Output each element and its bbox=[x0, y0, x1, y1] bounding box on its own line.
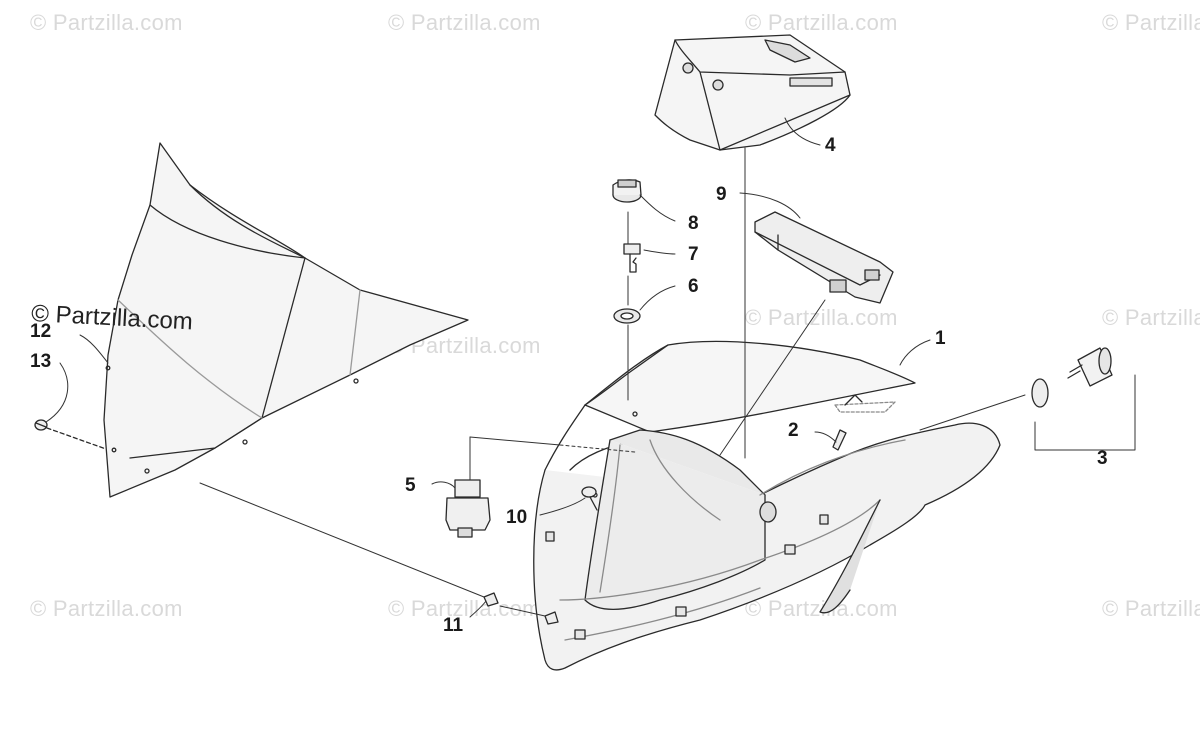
watermark: © Partzilla.com bbox=[1102, 596, 1200, 621]
callout-10: 10 bbox=[506, 507, 528, 528]
watermark: © Partzilla.com bbox=[388, 10, 541, 35]
watermark: © Partzilla.com bbox=[745, 10, 898, 35]
watermark: © Partzilla.com bbox=[1102, 10, 1200, 35]
instrument-cover-4 bbox=[654, 34, 851, 151]
power-outlet-3 bbox=[1031, 347, 1113, 408]
watermark: © Partzilla.com bbox=[745, 596, 898, 621]
callout-13: 13 bbox=[30, 351, 52, 372]
callout-4: 4 bbox=[825, 135, 836, 156]
fastener-2 bbox=[832, 429, 847, 451]
callout-leaders bbox=[45, 117, 931, 618]
screw-13 bbox=[34, 419, 107, 450]
ring-nut-6 bbox=[613, 308, 641, 324]
hood-assembly bbox=[533, 340, 1001, 671]
key-cap-8 bbox=[612, 179, 642, 203]
callout-8: 8 bbox=[688, 213, 699, 234]
callout-1: 1 bbox=[935, 328, 946, 349]
display-module-9 bbox=[754, 211, 894, 304]
screw-10 bbox=[581, 486, 598, 511]
callout-6: 6 bbox=[688, 276, 699, 297]
leader-lines bbox=[199, 147, 1136, 617]
ignition-switch-5 bbox=[445, 479, 491, 538]
callout-3: 3 bbox=[1097, 448, 1108, 469]
callout-12: 12 bbox=[30, 321, 52, 342]
callout-7: 7 bbox=[688, 244, 699, 265]
watermark: © Partzilla.com bbox=[30, 10, 183, 35]
clip-11 bbox=[483, 592, 559, 625]
watermark: © Partzilla.com bbox=[30, 596, 183, 621]
callout-9: 9 bbox=[716, 184, 727, 205]
watermark: © Partzilla.com bbox=[745, 305, 898, 330]
key-7 bbox=[623, 243, 641, 273]
windshield bbox=[103, 142, 469, 498]
callout-11: 11 bbox=[443, 615, 464, 636]
callout-2: 2 bbox=[788, 420, 799, 441]
watermark: © Partzilla.com bbox=[388, 596, 541, 621]
callout-5: 5 bbox=[405, 475, 416, 496]
watermark: © Partzilla.com bbox=[1102, 305, 1200, 330]
